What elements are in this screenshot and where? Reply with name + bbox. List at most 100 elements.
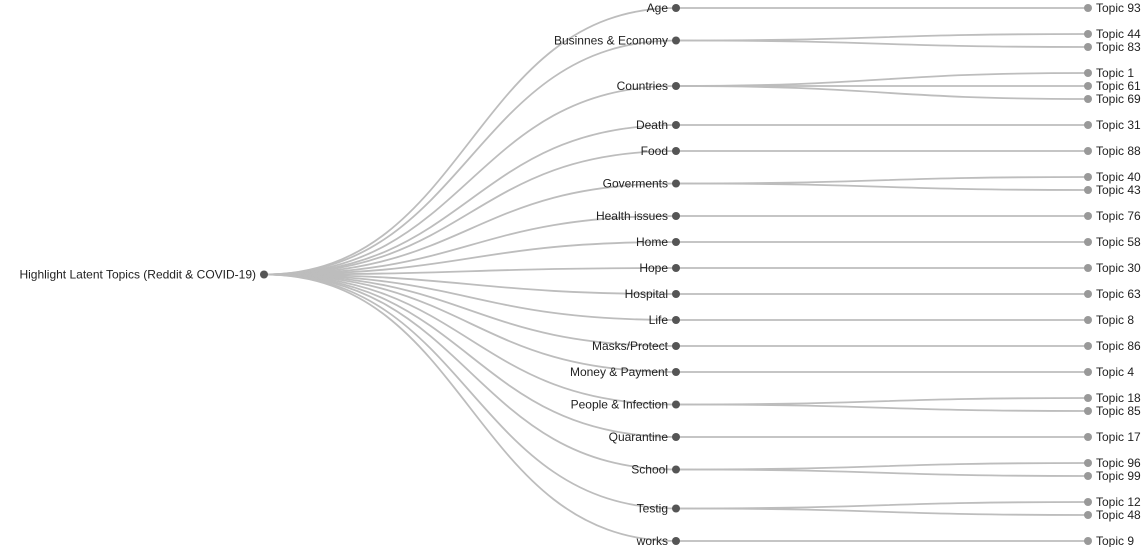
topic-label: Topic 63 xyxy=(1096,287,1141,301)
topic-node-dot[interactable] xyxy=(1084,173,1092,181)
topic-node-dot[interactable] xyxy=(1084,537,1092,545)
nodes-layer: Highlight Latent Topics (Reddit & COVID-… xyxy=(19,1,1141,547)
link-root-to-category xyxy=(263,150,677,276)
topic-node-dot[interactable] xyxy=(1084,121,1092,129)
topic-node-dot[interactable] xyxy=(1084,316,1092,324)
link-root-to-category xyxy=(263,273,677,347)
category-label: Masks/Protect xyxy=(592,339,669,353)
topic-node-dot[interactable] xyxy=(1084,472,1092,480)
category-node-dot[interactable] xyxy=(672,290,680,298)
topic-node-dot[interactable] xyxy=(1084,407,1092,415)
category-node-dot[interactable] xyxy=(672,82,680,90)
topic-node-dot[interactable] xyxy=(1084,368,1092,376)
category-label: Goverments xyxy=(603,177,668,191)
category-label: People & Infection xyxy=(571,398,668,412)
link-root-to-category xyxy=(263,273,677,373)
link-category-to-topic xyxy=(675,462,1089,471)
topic-node-dot[interactable] xyxy=(1084,290,1092,298)
category-node-dot[interactable] xyxy=(672,504,680,513)
topic-node-dot[interactable] xyxy=(1084,238,1092,246)
category-node-dot[interactable] xyxy=(672,264,680,272)
topic-node-dot[interactable] xyxy=(1084,264,1092,272)
topic-node-dot[interactable] xyxy=(1084,147,1092,155)
topic-label: Topic 88 xyxy=(1096,144,1141,158)
topic-label: Topic 76 xyxy=(1096,209,1141,223)
category-label: Countries xyxy=(617,79,668,93)
topic-node-dot[interactable] xyxy=(1084,498,1092,506)
topic-node-dot[interactable] xyxy=(1084,69,1092,77)
topic-node-dot[interactable] xyxy=(1084,30,1092,38)
category-label: Life xyxy=(649,313,669,327)
topic-label: Topic 93 xyxy=(1096,1,1141,15)
topic-node-dot[interactable] xyxy=(1084,82,1092,90)
category-node-dot[interactable] xyxy=(672,368,680,376)
topic-label: Topic 40 xyxy=(1096,170,1141,184)
topic-label: Topic 69 xyxy=(1096,92,1141,106)
link-root-to-category xyxy=(263,273,677,321)
links-layer xyxy=(263,7,1089,542)
link-category-to-topic xyxy=(675,468,1089,477)
category-node-dot[interactable] xyxy=(672,212,680,220)
topic-label: Topic 12 xyxy=(1096,495,1141,509)
link-root-to-category xyxy=(263,273,677,295)
root-label: Highlight Latent Topics (Reddit & COVID-… xyxy=(19,268,256,282)
category-node-dot[interactable] xyxy=(672,400,680,409)
link-root-to-category xyxy=(263,273,677,406)
category-label: Hospital xyxy=(625,287,668,301)
category-label: works xyxy=(636,534,668,547)
topic-node-dot[interactable] xyxy=(1084,511,1092,519)
category-node-dot[interactable] xyxy=(672,179,680,188)
topic-node-dot[interactable] xyxy=(1084,4,1092,12)
category-node-dot[interactable] xyxy=(672,433,680,441)
link-root-to-category xyxy=(263,273,677,438)
topic-node-dot[interactable] xyxy=(1084,43,1092,51)
link-category-to-topic xyxy=(675,39,1089,48)
link-category-to-topic xyxy=(675,182,1089,191)
category-label: Health issues xyxy=(596,209,668,223)
category-node-dot[interactable] xyxy=(672,147,680,155)
topic-label: Topic 61 xyxy=(1096,79,1141,93)
topic-label: Topic 17 xyxy=(1096,430,1141,444)
category-node-dot[interactable] xyxy=(672,238,680,246)
category-label: School xyxy=(631,463,668,477)
topic-label: Topic 30 xyxy=(1096,261,1141,275)
category-node-dot[interactable] xyxy=(672,537,680,545)
topic-node-dot[interactable] xyxy=(1084,212,1092,220)
topic-node-dot[interactable] xyxy=(1084,342,1092,350)
link-root-to-category xyxy=(263,273,677,471)
link-root-to-category xyxy=(263,39,677,276)
link-root-to-category xyxy=(263,85,677,276)
link-category-to-topic xyxy=(675,507,1089,516)
topic-node-dot[interactable] xyxy=(1084,433,1092,441)
topic-label: Topic 18 xyxy=(1096,391,1141,405)
topic-label: Topic 96 xyxy=(1096,456,1141,470)
category-label: Age xyxy=(647,1,669,15)
root-node-dot[interactable] xyxy=(260,270,268,279)
link-category-to-topic xyxy=(675,85,1089,100)
topic-node-dot[interactable] xyxy=(1084,459,1092,467)
link-category-to-topic xyxy=(675,403,1089,412)
topic-label: Topic 43 xyxy=(1096,183,1141,197)
category-node-dot[interactable] xyxy=(672,465,680,474)
topic-label: Topic 58 xyxy=(1096,235,1141,249)
topic-node-dot[interactable] xyxy=(1084,95,1092,103)
category-node-dot[interactable] xyxy=(672,121,680,129)
category-label: Quarantine xyxy=(609,430,669,444)
category-node-dot[interactable] xyxy=(672,4,680,12)
topic-label: Topic 48 xyxy=(1096,508,1141,522)
topic-node-dot[interactable] xyxy=(1084,186,1092,194)
category-label: Testig xyxy=(637,502,668,516)
category-node-dot[interactable] xyxy=(672,36,680,45)
category-label: Food xyxy=(641,144,668,158)
link-root-to-category xyxy=(263,273,677,510)
link-category-to-topic xyxy=(675,397,1089,406)
topic-node-dot[interactable] xyxy=(1084,394,1092,402)
topic-label: Topic 8 xyxy=(1096,313,1134,327)
category-node-dot[interactable] xyxy=(672,316,680,324)
link-category-to-topic xyxy=(675,501,1089,510)
link-root-to-category xyxy=(263,182,677,276)
topic-label: Topic 4 xyxy=(1096,365,1134,379)
category-node-dot[interactable] xyxy=(672,342,680,350)
